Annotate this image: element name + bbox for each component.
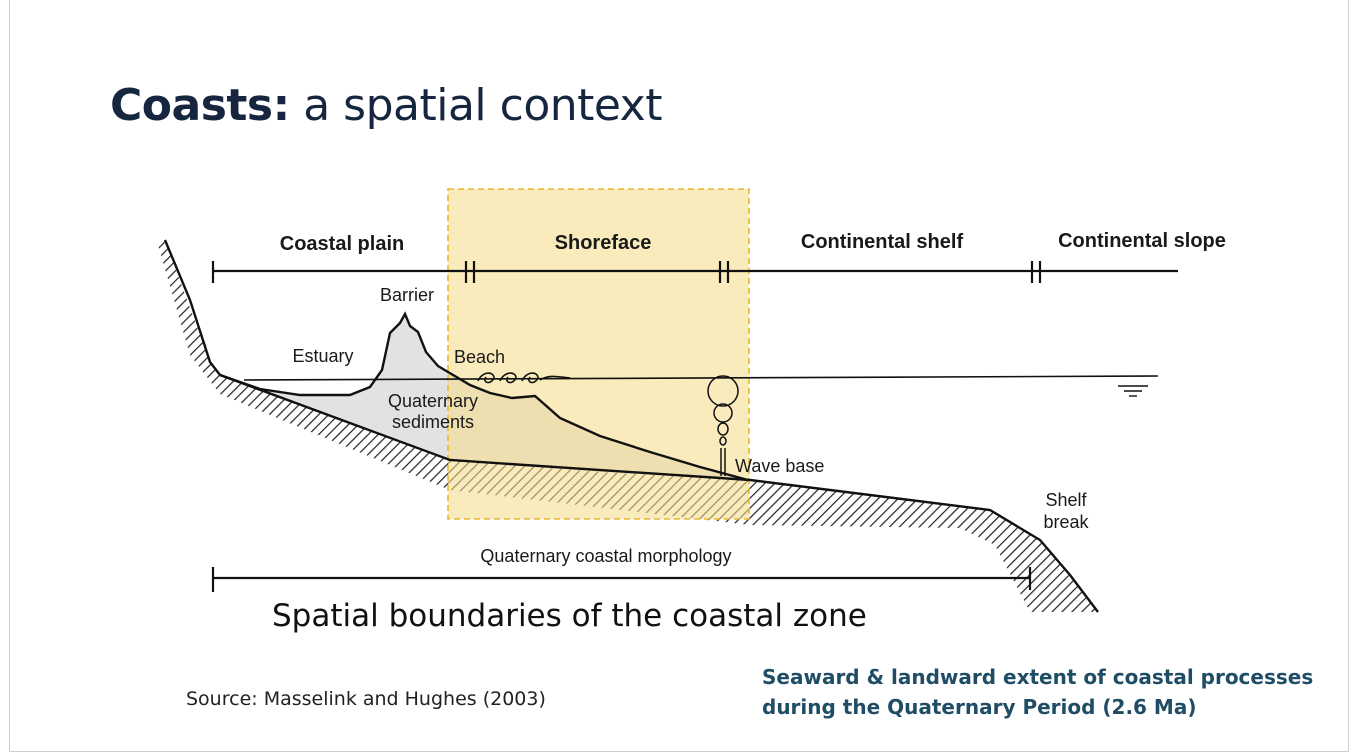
label-barrier: Barrier (380, 285, 434, 305)
title-rest: a spatial context (289, 80, 662, 131)
zone-continental-shelf: Continental shelf (801, 231, 964, 253)
label-shelf-break-line1: Shelf (1045, 490, 1087, 510)
figure-caption: Spatial boundaries of the coastal zone (272, 598, 867, 634)
zone-shoreface: Shoreface (555, 232, 652, 254)
label-estuary: Estuary (292, 346, 353, 366)
wave-orbitals (707, 375, 739, 476)
sea-level-line (243, 375, 1159, 381)
barrier-profile (219, 311, 749, 482)
zone-scale-bar (211, 261, 1178, 283)
zone-coastal-plain: Coastal plain (280, 233, 404, 255)
bedrock-hatch (158, 240, 1098, 612)
note-line-2: during the Quaternary Period (2.6 Ma) (762, 695, 1197, 719)
label-quaternary-line2: sediments (392, 412, 474, 432)
label-shelf-break-line2: break (1043, 512, 1089, 532)
bedrock-surface-line (163, 239, 1099, 613)
label-quaternary-line1: Quaternary (388, 391, 478, 411)
note-text: Seaward & landward extent of coastal pro… (762, 662, 1322, 722)
zone-continental-slope: Continental slope (1058, 230, 1226, 252)
morphology-scale-bar (211, 567, 1032, 592)
note-line-1: Seaward & landward extent of coastal pro… (762, 665, 1314, 689)
label-beach: Beach (454, 347, 505, 367)
label-morphology: Quaternary coastal morphology (480, 546, 731, 566)
slide-title: Coasts: a spatial context (110, 80, 662, 131)
source-citation: Source: Masselink and Hughes (2003) (186, 688, 546, 710)
title-bold: Coasts: (110, 80, 290, 131)
breaking-waves (477, 372, 571, 384)
label-wave-base: Wave base (735, 456, 824, 476)
